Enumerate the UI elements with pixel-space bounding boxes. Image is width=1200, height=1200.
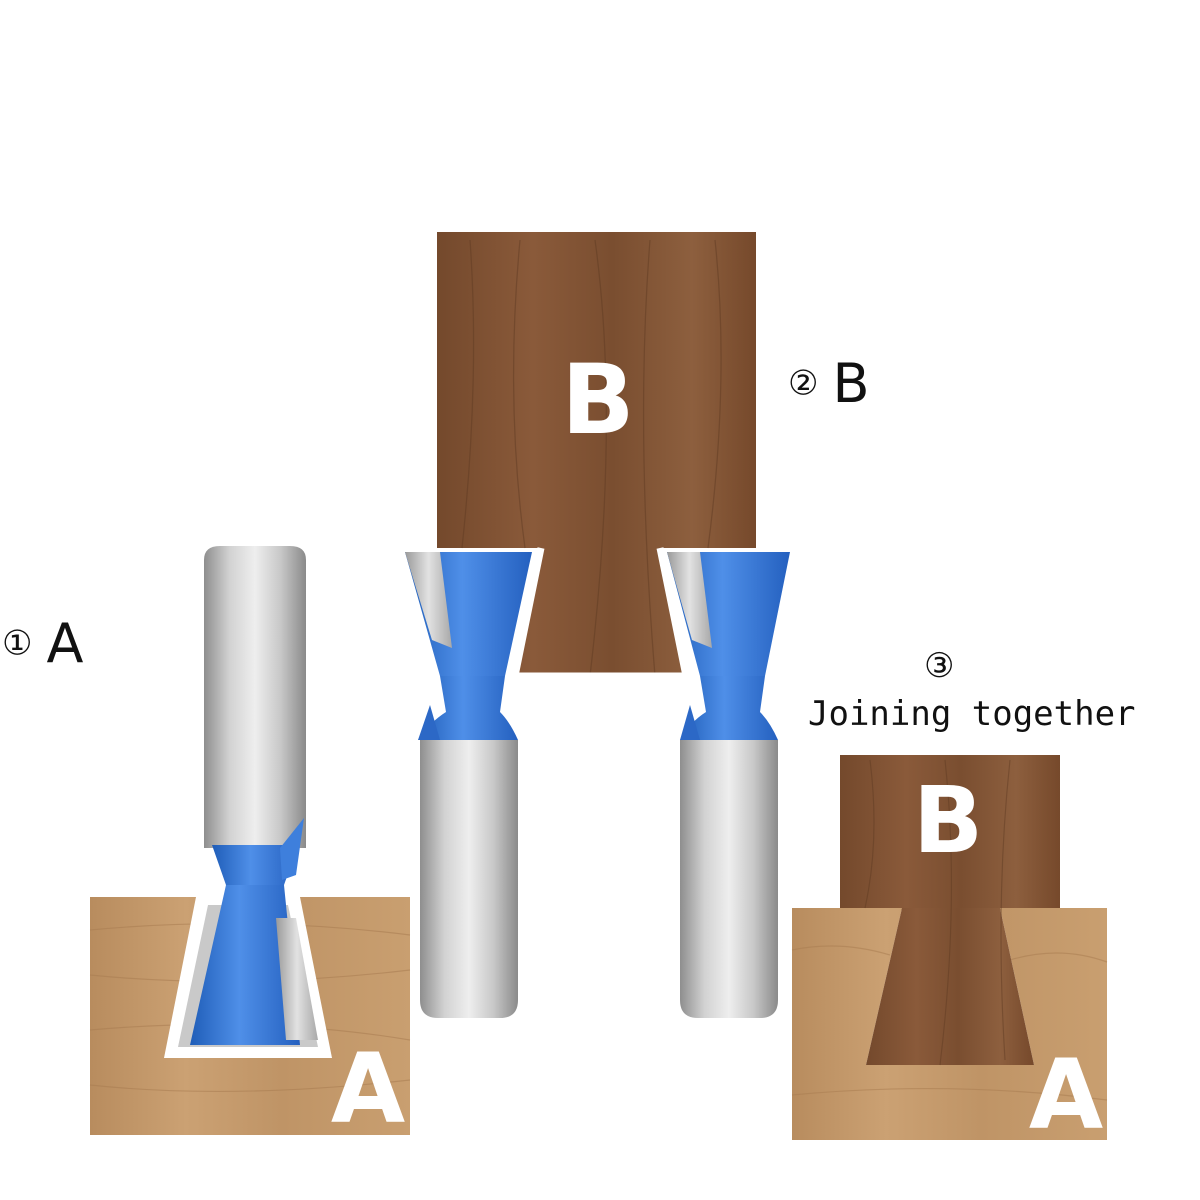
step-3-joined-boards: B A: [791, 755, 1108, 1151]
step-2-number: ②: [788, 363, 819, 404]
step-2-router-bit-left: [405, 552, 532, 1018]
step-1-router-bit: [190, 546, 318, 1045]
joined-b-letter: B: [913, 767, 983, 874]
step-2-piece: B: [832, 352, 870, 415]
board-a-letter: A: [331, 1033, 405, 1145]
board-b-letter: B: [561, 344, 634, 456]
step-3-number: ③: [924, 646, 955, 686]
joined-a-letter: A: [1029, 1039, 1103, 1151]
step-1-number: ①: [2, 623, 33, 664]
step-2-board-b: B: [437, 232, 756, 680]
step-2-router-bit-right: [667, 552, 790, 1018]
step-3-caption: Joining together: [808, 694, 1136, 734]
step-1-piece: A: [46, 612, 84, 675]
